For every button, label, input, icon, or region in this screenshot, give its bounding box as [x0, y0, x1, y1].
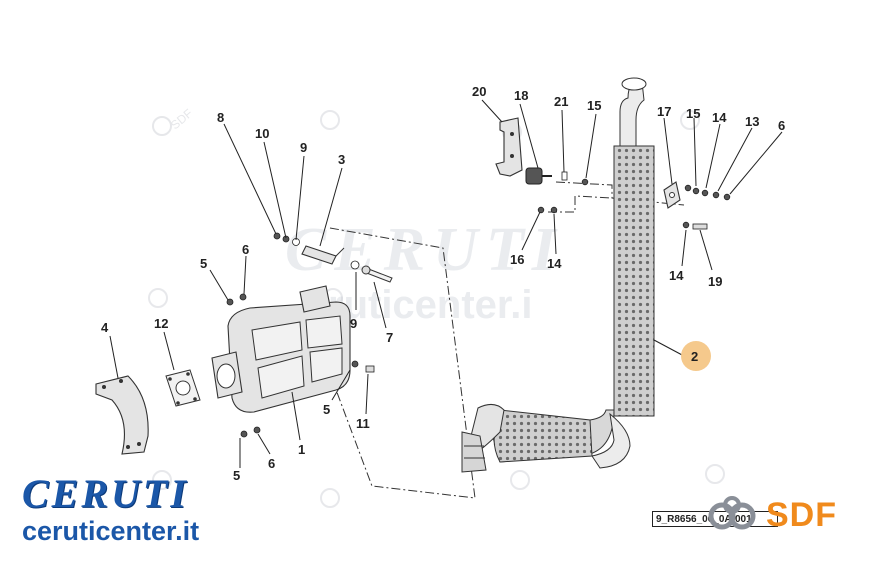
callout-9-lower: 9: [350, 316, 357, 331]
callout-6-left-lower: 6: [268, 456, 275, 471]
callout-21: 21: [554, 94, 568, 109]
callout-6-right: 6: [778, 118, 785, 133]
watermark-sdf-text: SDF: [168, 106, 195, 132]
callout-2: 2: [691, 349, 698, 364]
callout-6-left-upper: 6: [242, 242, 249, 257]
ceruti-logo: CERUTI: [22, 471, 189, 516]
assembly-line-left: [319, 227, 476, 499]
part-20-bracket: [495, 117, 523, 177]
part-1-muffler: [211, 285, 351, 413]
part-2-exhaust-pipe: [461, 77, 655, 473]
watermark-url-text: ruticenter.i: [328, 283, 533, 327]
sdf-logo: SDF: [704, 491, 854, 541]
callout-18: 18: [514, 88, 528, 103]
part-17-flange-plate: [663, 181, 681, 209]
callout-12: 12: [154, 316, 168, 331]
watermark-big-text: CERUTI: [285, 216, 564, 284]
callout-9-upper: 9: [300, 140, 307, 155]
callout-17: 17: [657, 104, 671, 119]
highlight-marker-part-2: [681, 341, 711, 371]
leader-lines: [109, 99, 783, 468]
watermark: CERUTI ruticenter.i SDF: [148, 106, 725, 508]
callout-13: 13: [745, 114, 759, 129]
part-7-bolt: [361, 265, 393, 283]
ceruti-url: ceruticenter.it: [22, 516, 200, 546]
callout-14-right: 14: [669, 268, 684, 283]
callout-16: 16: [510, 252, 524, 267]
assembly-line-right-mid: [548, 195, 613, 213]
callout-3: 3: [338, 152, 345, 167]
part-12-gasket: [165, 369, 201, 407]
callout-4: 4: [101, 320, 109, 335]
ceruti-branding: CERUTI ceruticenter.it: [22, 471, 262, 547]
part-4-clamp: [95, 375, 149, 455]
right-hardware: [537, 171, 731, 230]
callout-14-mid: 14: [547, 256, 562, 271]
part-18-rubber-mount: [525, 167, 552, 185]
sdf-wordmark: SDF: [766, 496, 837, 534]
callout-15-left: 15: [587, 98, 601, 113]
callout-20: 20: [472, 84, 486, 99]
callout-15-right: 15: [686, 106, 700, 121]
callout-14-top: 14: [712, 110, 727, 125]
callout-7: 7: [386, 330, 393, 345]
callout-5-middle: 5: [323, 402, 330, 417]
callout-11: 11: [356, 416, 370, 431]
part-3-clamp-bolt: [301, 245, 345, 265]
callout-5-upper: 5: [200, 256, 207, 271]
callout-1: 1: [298, 442, 305, 457]
callout-8: 8: [217, 110, 224, 125]
callouts: 1 2 3 4 5 5 5 6 6 6 7 8 9 9 10 11 12 13 …: [101, 84, 785, 483]
left-hardware: [226, 232, 375, 438]
callout-5-lower: 5: [233, 468, 240, 483]
sdf-emblem-icon: [708, 496, 756, 530]
callout-10: 10: [255, 126, 269, 141]
callout-19: 19: [708, 274, 722, 289]
